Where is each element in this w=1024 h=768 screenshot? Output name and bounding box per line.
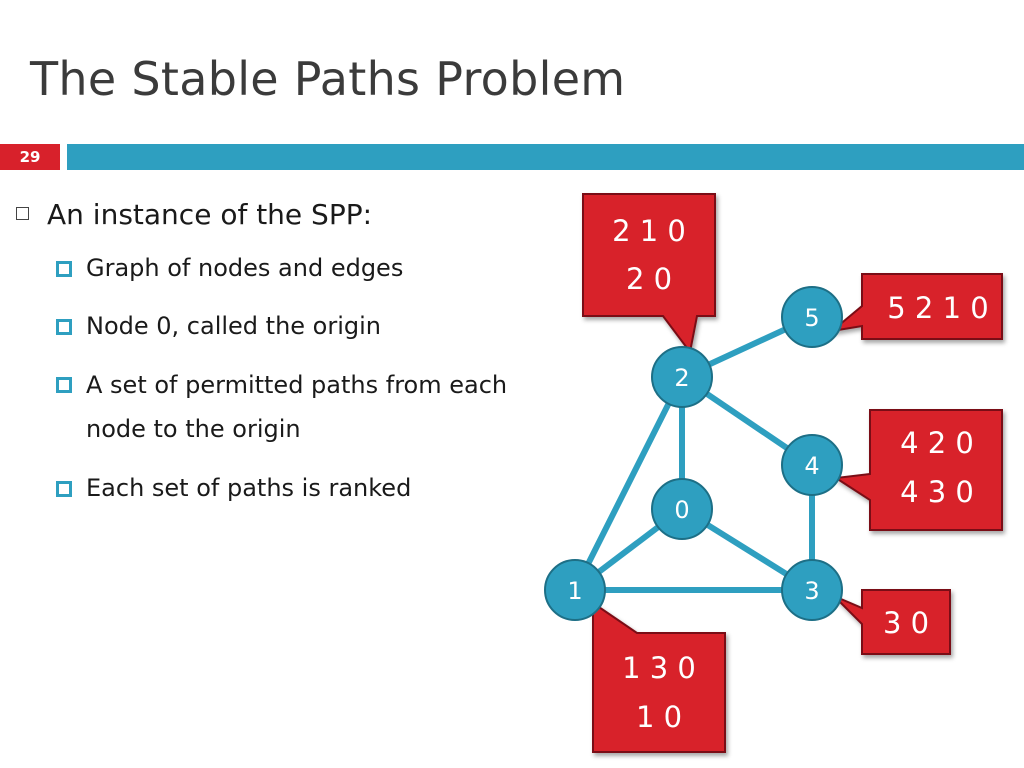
bullet-list: An instance of the SPP: Graph of nodes a…: [14, 198, 534, 509]
callout-node-3-path-1: 3 0: [883, 606, 929, 640]
sub-bullet-item: Node 0, called the origin: [50, 305, 534, 347]
square-bullet-icon: [56, 261, 72, 277]
sub-bullet-text: A set of permitted paths from each node …: [86, 371, 508, 443]
node-2-label: 2: [674, 364, 689, 392]
sub-bullet-text: Node 0, called the origin: [86, 312, 382, 340]
slide-number: 29: [0, 144, 60, 170]
callout-node-1-path-2: 1 0: [636, 700, 682, 734]
callout-node-1: [592, 601, 726, 753]
hollow-square-bullet-icon: [16, 207, 29, 220]
sub-bullet-item: Each set of paths is ranked: [50, 467, 534, 509]
node-5: [781, 286, 843, 348]
callout-node-4-path-1: 4 2 0: [900, 426, 974, 460]
square-bullet-icon: [56, 481, 72, 497]
callout-node-3: [833, 589, 951, 655]
callout-node-5: [828, 273, 1003, 340]
sub-bullet-text: Each set of paths is ranked: [86, 474, 412, 502]
node-1-label: 1: [567, 577, 582, 605]
callout-node-2-path-1: 2 1 0: [612, 214, 686, 248]
node-1: [544, 559, 606, 621]
square-bullet-icon: [56, 377, 72, 393]
node-0-label: 0: [674, 496, 689, 524]
callout-node-1-path-1: 1 3 0: [622, 651, 696, 685]
callout-node-2-path-2: 2 0: [626, 262, 672, 296]
slide-title: The Stable Paths Problem: [30, 52, 626, 106]
node-4-label: 4: [804, 452, 819, 480]
sub-bullet-item: A set of permitted paths from each node …: [50, 363, 534, 451]
node-5-label: 5: [804, 304, 819, 332]
title-accent-bar: [67, 144, 1024, 170]
callout-node-5-path-1: 5 2 1 0: [887, 291, 988, 325]
node-3: [781, 559, 843, 621]
edge-2-1: [572, 374, 685, 593]
node-0: [651, 478, 713, 540]
callout-node-2: [582, 193, 716, 355]
node-2: [651, 346, 713, 408]
sub-bullet-item: Graph of nodes and edges: [50, 247, 534, 289]
callout-node-4: [833, 409, 1003, 531]
bullet-item: An instance of the SPP:: [14, 198, 534, 231]
node-3-label: 3: [804, 577, 819, 605]
callout-node-4-path-2: 4 3 0: [900, 475, 974, 509]
node-4: [781, 434, 843, 496]
square-bullet-icon: [56, 319, 72, 335]
bullet-text: An instance of the SPP:: [47, 198, 373, 231]
sub-bullet-text: Graph of nodes and edges: [86, 254, 404, 282]
